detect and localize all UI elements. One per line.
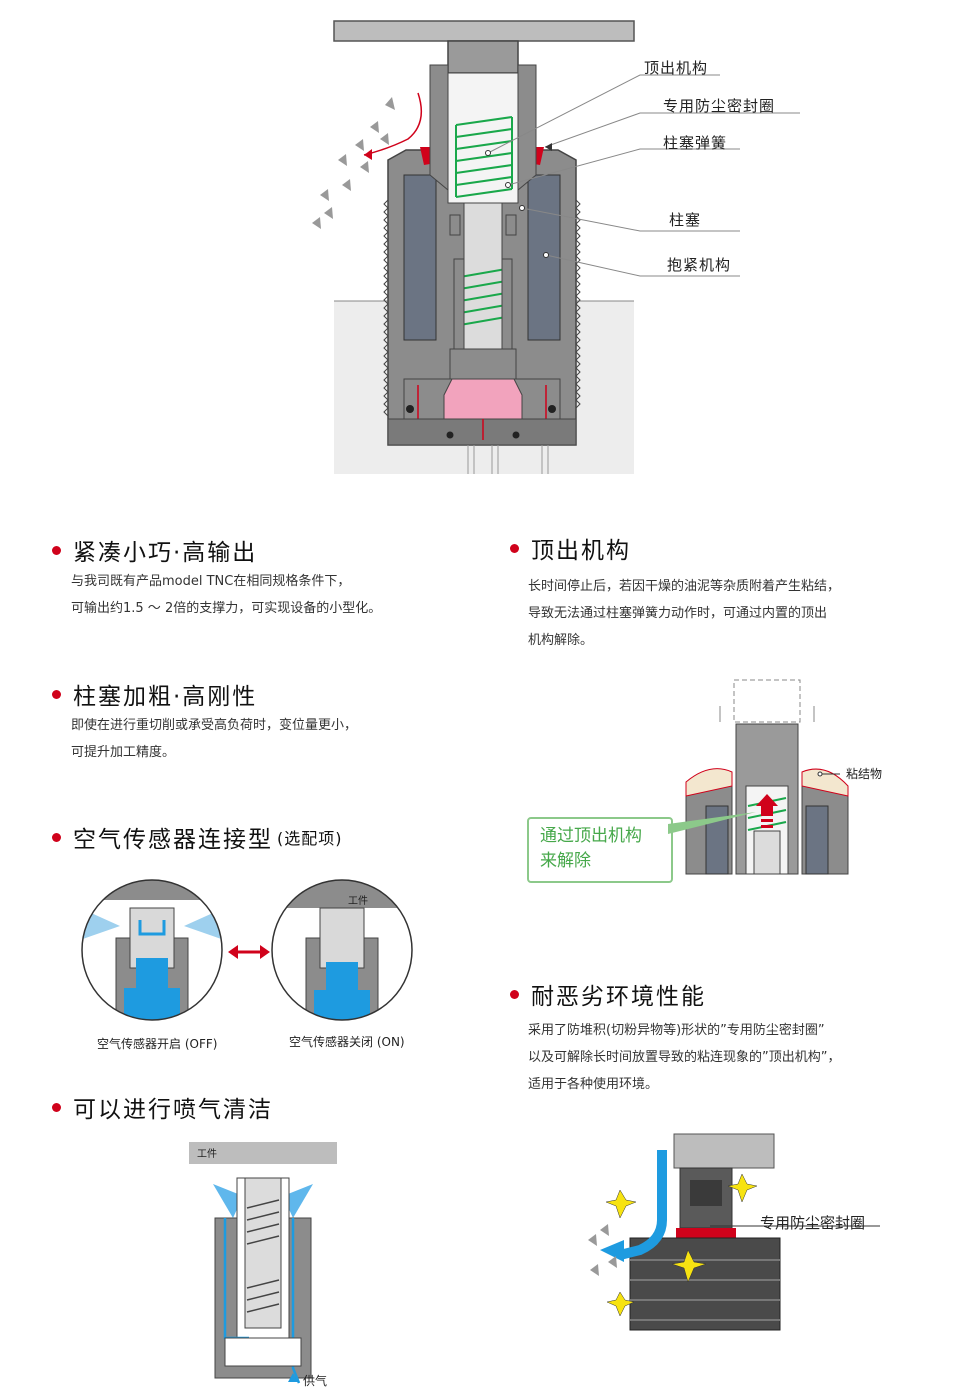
feature-title-air-sensor: 空气传感器连接型 (选配项) — [52, 820, 343, 854]
bullet-dot — [510, 989, 519, 999]
bullet-dot — [52, 1102, 61, 1112]
bullet-dot — [52, 545, 61, 555]
feature-body-rigidity: 即使在进行重切削或承受高负荷时，变位量更小， 可提升加工精度。 — [71, 718, 358, 760]
feature-body-environment: 采用了防堆积(切粉异物等)形状的”专用防尘密封圈” 以及可解除长时间放置导致的粘… — [528, 1023, 841, 1092]
ejection-diagram — [685, 679, 849, 875]
label-plunger: 柱塞 — [669, 211, 702, 229]
label-plunger-spring: 柱塞弹簧 — [663, 134, 728, 152]
air-blow-diagram — [189, 1142, 337, 1384]
ejection-release-box — [527, 817, 673, 883]
env-dust-seal-label: 专用防尘密封圈 — [760, 1214, 866, 1232]
feature-title-rigidity: 柱塞加粗·高刚性 — [52, 677, 257, 711]
feature-title-environment: 耐恶劣环境性能 — [510, 977, 706, 1011]
bullet-dot — [510, 543, 519, 553]
label-dust-seal: 专用防尘密封圈 — [663, 97, 776, 115]
ejection-release-pointer — [668, 812, 756, 834]
adhesion-label: 粘结物 — [846, 767, 883, 781]
feature-title-compact: 紧凑小巧·高输出 — [52, 533, 257, 567]
sensor-workpiece-label: 工件 — [348, 896, 368, 907]
label-ejection-mechanism: 顶出机构 — [644, 59, 709, 77]
blow-supply-label: 供气 — [303, 1374, 328, 1388]
feature-title-air-blow: 可以进行喷气清洁 — [52, 1090, 273, 1124]
blow-workpiece-label: 工件 — [197, 1149, 217, 1160]
label-clamping-mechanism: 抱紧机构 — [667, 256, 732, 274]
bullet-dot — [52, 832, 61, 842]
air-sensor-diagram — [81, 879, 413, 1021]
feature-title-ejection: 顶出机构 — [510, 531, 631, 565]
sensor-caption-on: 空气传感器关闭 (ON) — [289, 1035, 405, 1049]
bullet-dot — [52, 689, 61, 699]
feature-body-compact: 与我司既有产品model TNC在相同规格条件下， 可输出约1.5 ～ 2倍的支… — [71, 574, 382, 616]
sensor-caption-off: 空气传感器开启 (OFF) — [97, 1037, 218, 1051]
environment-diagram — [588, 1133, 880, 1331]
feature-body-ejection: 长时间停止后，若因干燥的油泥等杂质附着产生粘结， 导致无法通过柱塞弹簧力动作时，… — [528, 579, 841, 648]
ejection-release-text: 通过顶出机构 来解除 — [540, 826, 642, 871]
main-cross-section-diagram — [312, 20, 800, 474]
